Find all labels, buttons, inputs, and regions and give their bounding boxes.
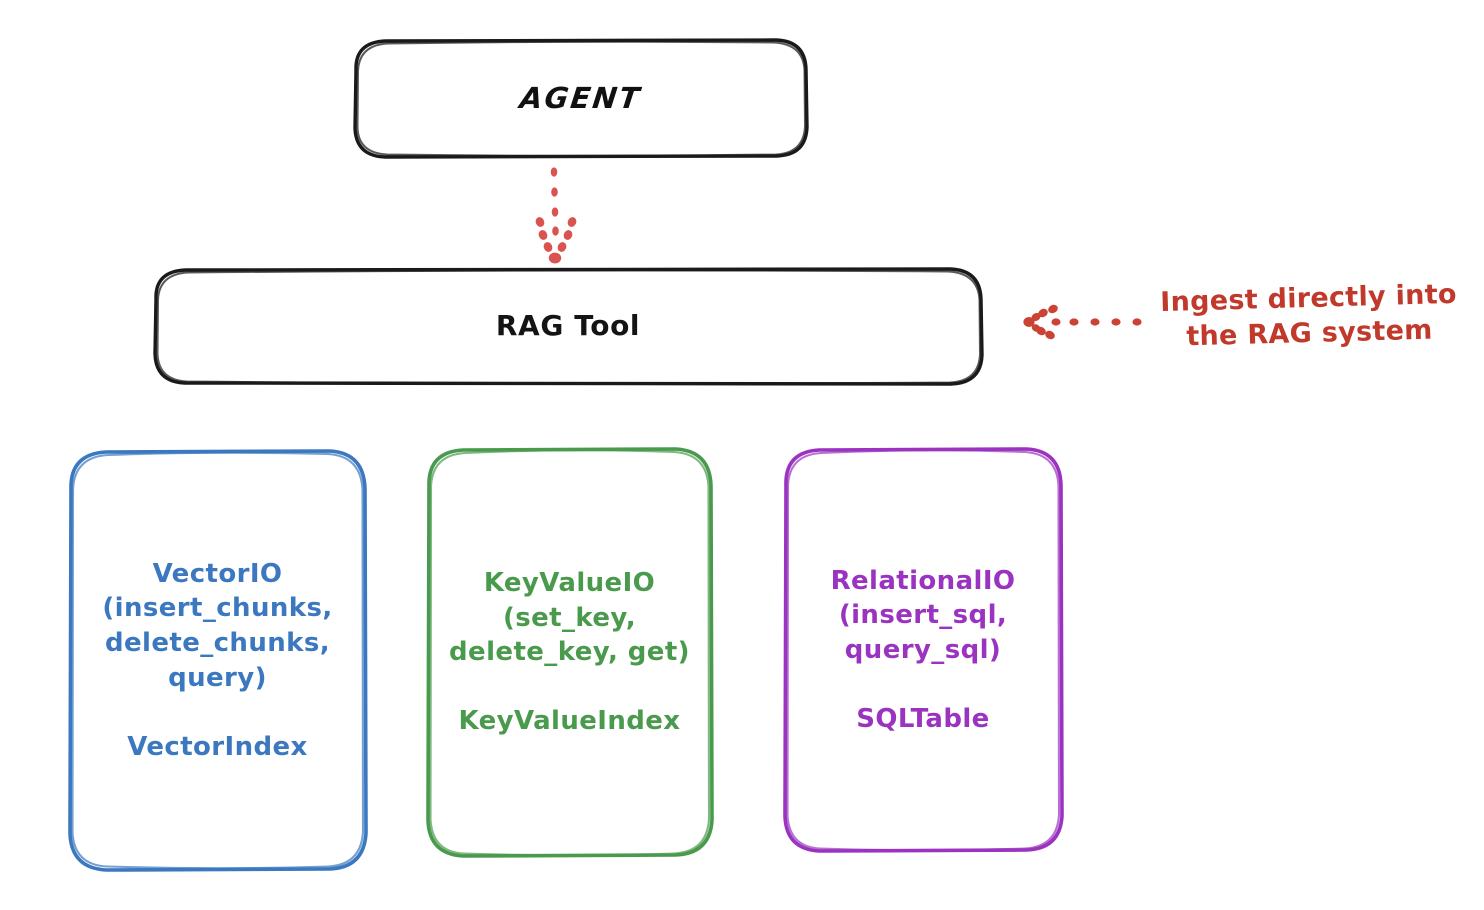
node-vector-io[interactable]: VectorIO (insert_chunks, delete_chunks, … (70, 451, 365, 870)
annotation-ingest-directly: Ingest directly into the RAG system (1159, 278, 1458, 353)
vector-io-box-outline (68, 449, 368, 872)
node-agent-label: AGENT (518, 80, 644, 115)
key-value-io-box-outline (426, 447, 714, 858)
node-relational-io-label: RelationalIO (insert_sql, query_sql) SQL… (830, 565, 1016, 734)
node-key-value-io-label: KeyValueIO (set_key, delete_key, get) Ke… (449, 568, 690, 737)
node-key-value-io[interactable]: KeyValueIO (set_key, delete_key, get) Ke… (428, 449, 711, 856)
rag-tool-box-outline (153, 267, 984, 386)
agent-to-rag-arrow (535, 167, 577, 264)
relational-io-box-outline (783, 447, 1064, 853)
node-rag-tool[interactable]: RAG Tool (155, 269, 981, 384)
node-relational-io[interactable]: RelationalIO (insert_sql, query_sql) SQL… (785, 449, 1061, 851)
ingest-to-rag-arrow (1023, 304, 1142, 340)
node-rag-tool-label: RAG Tool (495, 309, 641, 343)
agent-box-outline (353, 38, 809, 159)
node-agent[interactable]: AGENT (355, 40, 807, 157)
node-vector-io-label: VectorIO (insert_chunks, delete_chunks, … (102, 558, 333, 762)
